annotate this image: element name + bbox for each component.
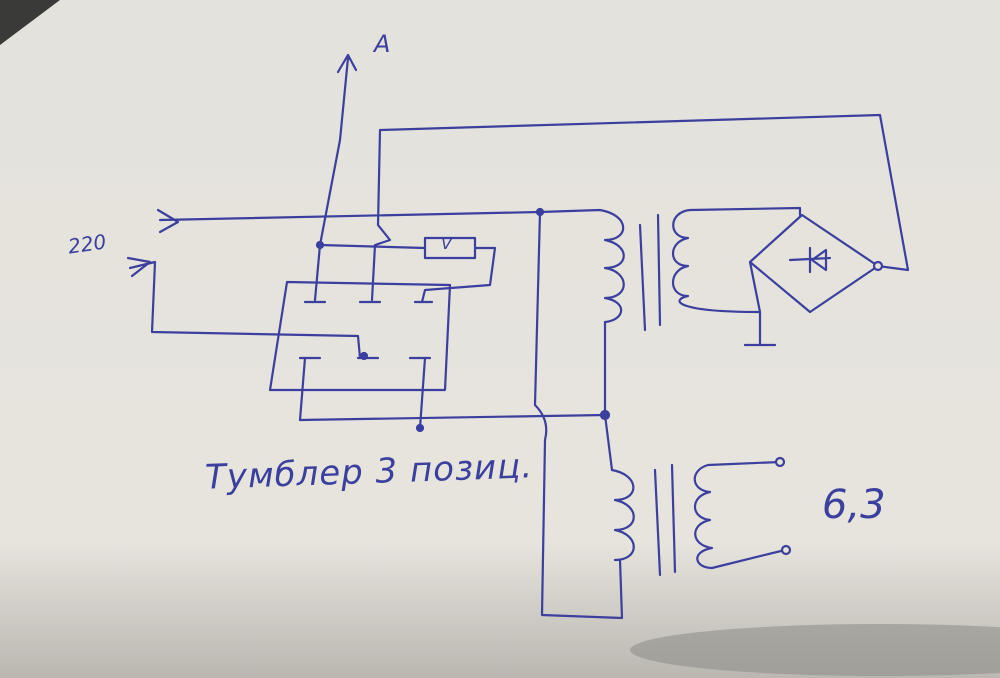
upper-secondary-coil: [672, 206, 802, 347]
voltmeter-label: V: [441, 234, 452, 253]
terminal: [780, 544, 792, 556]
bridge-return-wire: [370, 113, 910, 302]
secondary-voltage-label: 6,3: [822, 482, 886, 528]
node: [599, 409, 611, 421]
lower-core: [653, 463, 677, 577]
primary-rail: [533, 210, 624, 620]
node: [872, 260, 884, 272]
upper-core: [638, 213, 662, 332]
output-a-wire: [313, 56, 350, 302]
shadow: [630, 624, 1000, 676]
switch-contacts: [298, 300, 434, 360]
arrow-a-icon: [336, 53, 358, 74]
node: [415, 423, 425, 433]
upper-primary-coil: [538, 208, 625, 472]
lower-primary-coil: [610, 468, 635, 562]
switch-box: [268, 280, 452, 392]
rectifier-bridge: [748, 213, 880, 314]
lower-secondary-coil: [693, 460, 787, 570]
node: [315, 240, 325, 250]
terminal: [774, 456, 786, 468]
input-wire-top: [158, 210, 542, 222]
output-a-label: A: [374, 30, 391, 58]
voltmeter-wires: [318, 243, 497, 304]
node: [359, 351, 369, 361]
switch-wires: [298, 356, 607, 430]
arrow-input-bottom-icon: [126, 256, 152, 278]
arrow-input-top-icon: [156, 208, 180, 234]
